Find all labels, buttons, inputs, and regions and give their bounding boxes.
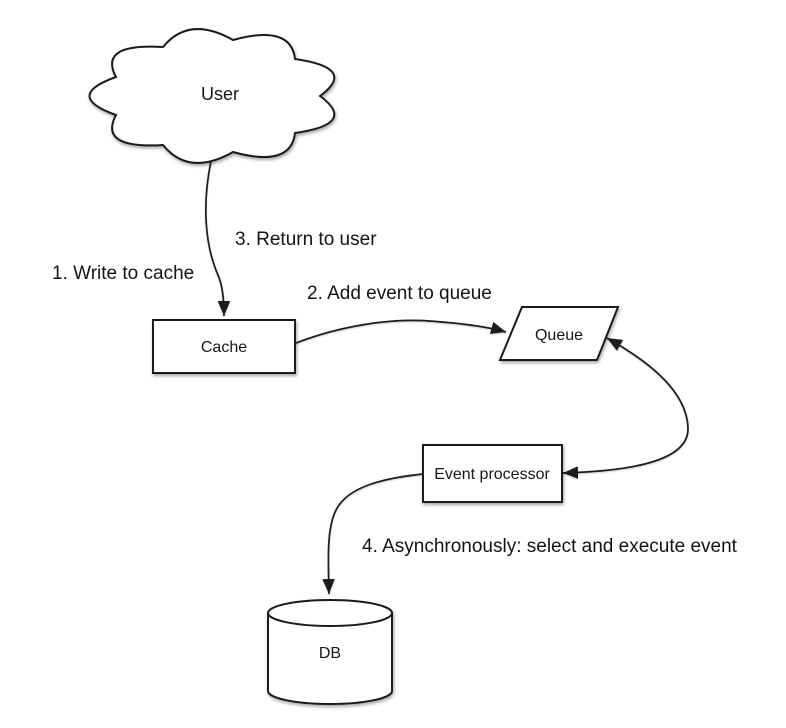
edge-label-asynchronously-select-execute: 4. Asynchronously: select and execute ev… [362, 536, 738, 557]
node-cache: Cache [152, 319, 296, 374]
edge-user-to-cache-arrow [204, 160, 231, 317]
edge-label-write-to-cache: 1. Write to cache [52, 263, 194, 284]
edge-eventprocessor-to-db-arrow [322, 473, 424, 595]
node-user-label: User [201, 84, 239, 104]
node-queue: Queue [498, 306, 620, 361]
queue-parallelogram [498, 306, 620, 361]
node-user: User [88, 28, 336, 164]
node-cache-label: Cache [201, 339, 247, 356]
edges [204, 160, 689, 595]
node-db: DB [267, 599, 393, 705]
node-queue-label: Queue [535, 327, 583, 344]
db-cylinder-top [267, 599, 393, 627]
event-processor-rectangle [422, 444, 563, 503]
edge-label-return-to-user: 3. Return to user [235, 229, 377, 250]
edge-queue-eventprocessor-double-arrow [562, 337, 689, 479]
edge-labels: 1. Write to cache 3. Return to user 2. A… [52, 229, 738, 557]
node-event-processor: Event processor [422, 444, 563, 503]
node-event-processor-label: Event processor [434, 466, 550, 483]
cloud-shape [88, 28, 336, 164]
node-db-label: DB [319, 645, 341, 662]
cache-rectangle [152, 319, 296, 374]
edge-cache-to-queue-arrow [295, 319, 507, 344]
edge-label-add-event-to-queue: 2. Add event to queue [307, 283, 492, 304]
db-cylinder-body [267, 612, 393, 705]
